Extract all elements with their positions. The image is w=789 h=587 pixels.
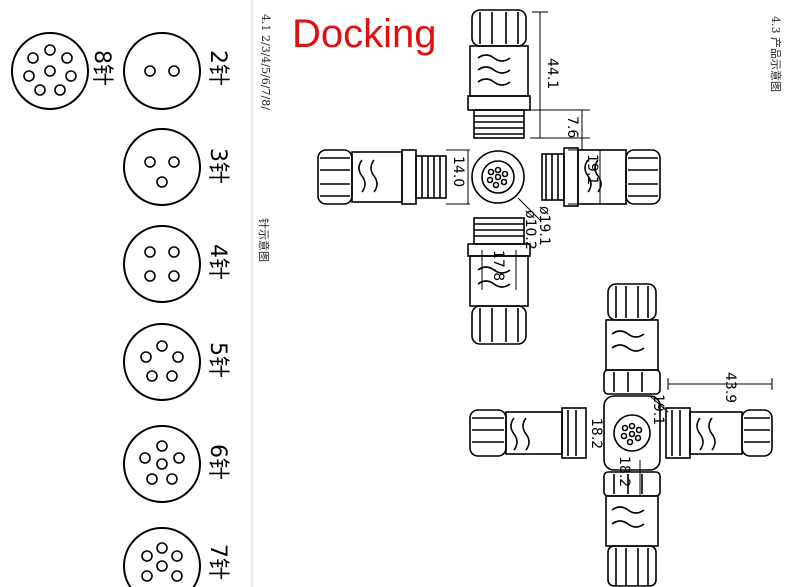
pin-label-2: 2针	[205, 50, 230, 86]
pin-diagram-3	[123, 128, 201, 206]
pin-label-8: 8针	[89, 50, 114, 86]
bottom-cross-connector	[469, 283, 773, 587]
dim-bottom-angle: 19.1	[650, 394, 666, 426]
pin-label-5: 5针	[205, 342, 230, 378]
pin-diagram-4	[123, 225, 201, 303]
pin-diagram-5	[123, 323, 201, 401]
dim-top-length: 44.1	[544, 58, 560, 90]
dim-top-offset: 7.6	[564, 116, 580, 139]
pin-label-6: 6针	[205, 444, 230, 480]
dim-top-diameter-inner: ø10.2	[522, 210, 538, 250]
dim-top-right-width: 19.1	[584, 154, 600, 186]
pin-diagram-8	[11, 32, 89, 110]
section-label-pins-diagram: 针示意图	[257, 218, 270, 262]
dim-top-bottom-width: 17.8	[490, 250, 506, 282]
bottom-dimension-lines	[585, 378, 773, 496]
page-title: Docking	[292, 12, 437, 56]
pin-label-7: 7针	[205, 544, 230, 580]
top-dimension-lines	[446, 11, 610, 290]
dim-bottom-bottom-width: 18.2	[616, 456, 632, 488]
dim-top-diameter-outer: ø19.1	[536, 206, 552, 246]
dim-bottom-length: 43.9	[722, 372, 738, 404]
dim-top-left-width: 14.0	[450, 156, 466, 188]
top-cross-connector	[317, 9, 661, 345]
pin-diagram-6	[123, 425, 201, 503]
pin-label-4: 4针	[205, 244, 230, 280]
pin-diagram-7	[123, 527, 201, 587]
pin-diagram-2	[123, 32, 201, 110]
dim-bottom-left-width: 18.2	[588, 418, 604, 450]
section-label-pins: 4.1 2/3/4/5/6/7/8/	[259, 14, 272, 110]
pin-label-3: 3针	[205, 148, 230, 184]
section-label-product: 4.3 产品示意图	[769, 16, 782, 92]
